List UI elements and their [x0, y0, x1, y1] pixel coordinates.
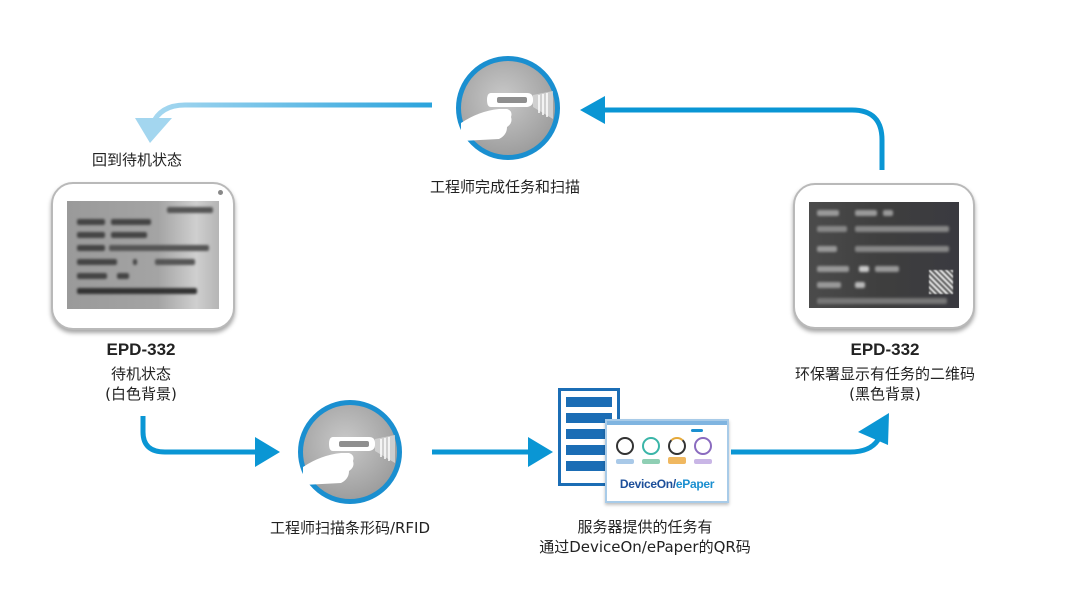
qr-code-icon	[929, 270, 953, 294]
epd-qr-line1: 环保署显示有任务的二维码	[794, 365, 975, 383]
epd-qr-line2: (黑色背景)	[849, 385, 921, 403]
gauge-icon	[616, 437, 634, 455]
engineer-scan-barcode-label: 工程师扫描条形码/RFID	[269, 519, 431, 537]
epd-standby-screen	[67, 201, 219, 309]
arrow-to-scan-barcode	[140, 416, 258, 455]
deviceon-brand: DeviceOn/ePaper	[619, 477, 715, 491]
return-standby-label: 回到待机状态	[91, 151, 182, 169]
epd-standby-device	[51, 182, 235, 330]
deviceon-dashboard-card: DeviceOn/ePaper	[605, 419, 729, 503]
arrow-to-complete-scan-head	[580, 96, 605, 124]
gauge-icon	[694, 437, 712, 455]
server-task-line1: 服务器提供的任务有	[577, 518, 713, 536]
barcode-scanner-icon	[461, 91, 553, 141]
arrow-to-server-head	[528, 437, 553, 467]
epd-standby-model: EPD-332	[106, 340, 176, 359]
barcode-scanner-icon	[303, 435, 395, 485]
epd-qr-screen	[809, 202, 959, 308]
engineer-complete-scan-label: 工程师完成任务和扫描	[429, 178, 580, 196]
device-led-indicator	[218, 190, 223, 195]
arrow-to-standby-head	[135, 118, 172, 143]
epd-standby-line1: 待机状态	[110, 365, 171, 383]
server-task-line2: 通过DeviceOn/ePaper的QR码	[539, 538, 751, 556]
epd-standby-line2: (白色背景)	[105, 385, 177, 403]
engineer-scan-barcode-node	[298, 400, 402, 504]
epd-qr-model: EPD-332	[850, 340, 920, 359]
epd-qr-device	[793, 183, 975, 329]
arrow-to-standby	[149, 102, 432, 127]
gauge-icon	[642, 437, 660, 455]
arrow-to-qr-device	[731, 438, 881, 455]
engineer-complete-scan-node	[456, 56, 560, 160]
arrow-to-scan-barcode-head	[255, 437, 280, 467]
arrow-to-qr-device-head	[858, 413, 889, 445]
gauge-icon	[668, 437, 686, 455]
arrow-to-complete-scan	[600, 107, 885, 170]
